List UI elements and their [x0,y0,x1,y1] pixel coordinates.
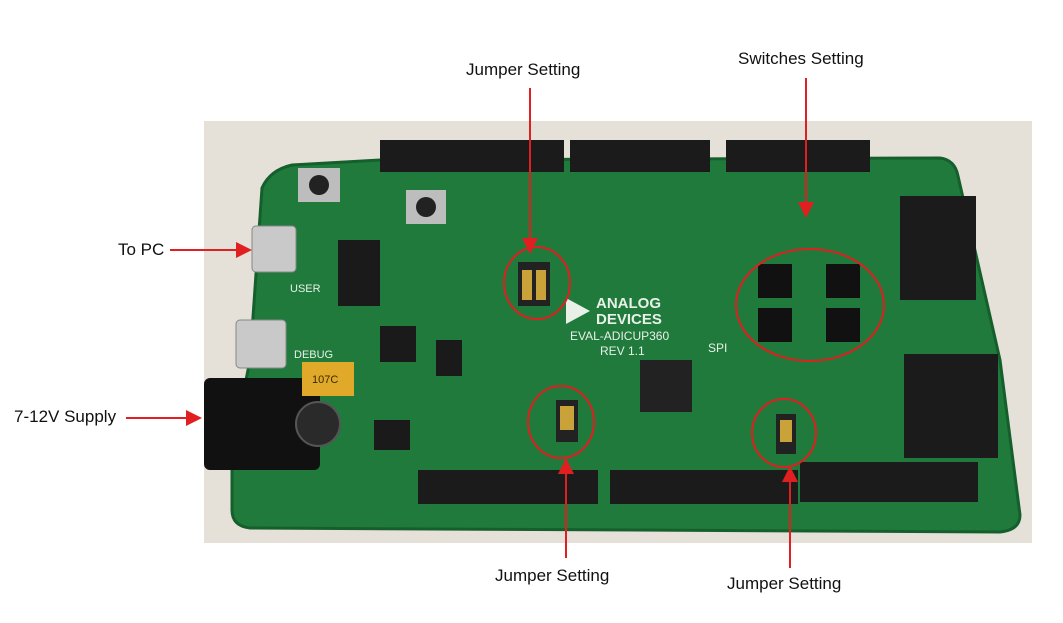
boot-button-cap [416,197,436,217]
analog-devices-logo-mark [566,298,590,324]
logo-line-2: DEVICES [596,311,662,328]
usb-port-user [251,225,297,273]
power-jack [204,378,320,470]
switch-s3 [758,308,792,342]
logo-line-1: ANALOG [596,295,661,312]
user-silk-label: USER [290,283,321,295]
power-jack-barrel [295,401,341,447]
label-jumper-setting-bottom-left: Jumper Setting [495,566,610,585]
label-switches-setting: Switches Setting [738,49,864,68]
chip-u2 [380,326,416,362]
pcb-board [230,156,1022,534]
debug-silk-label: DEBUG [294,349,333,361]
header-bottom-2 [610,470,798,504]
header-top-2 [570,140,710,172]
spi-label: SPI [708,341,727,355]
jumper-cap-bottom-left [560,406,574,430]
switch-s2 [826,264,860,298]
jumper-cap-top-2 [536,270,546,300]
header-top-1 [380,140,564,172]
usb-port-debug [235,319,287,369]
switch-s4 [826,308,860,342]
connector-p10 [904,354,998,458]
header-top-3 [726,140,870,172]
tantalum-capacitor [302,362,354,396]
board-model: EVAL-ADICUP360 [570,329,669,343]
cap-label: 107C [312,374,338,386]
board-revision: REV 1.1 [600,344,645,358]
reset-button-cap [309,175,329,195]
chip-u1 [338,240,380,306]
connector-p4 [900,196,976,300]
header-bottom-3 [800,462,978,502]
label-jumper-setting-bottom-right: Jumper Setting [727,574,842,593]
main-mcu [640,360,692,412]
jumper-cap-top-1 [522,270,532,300]
switch-s1 [758,264,792,298]
label-supply: 7-12V Supply [14,407,117,426]
highlight-switches [735,248,885,362]
chip-u4 [374,420,410,450]
label-jumper-setting-top: Jumper Setting [466,60,581,79]
header-bottom-1 [418,470,598,504]
chip-u3 [436,340,462,376]
jumper-cap-bottom-right [780,420,792,442]
label-to-pc: To PC [118,240,165,259]
